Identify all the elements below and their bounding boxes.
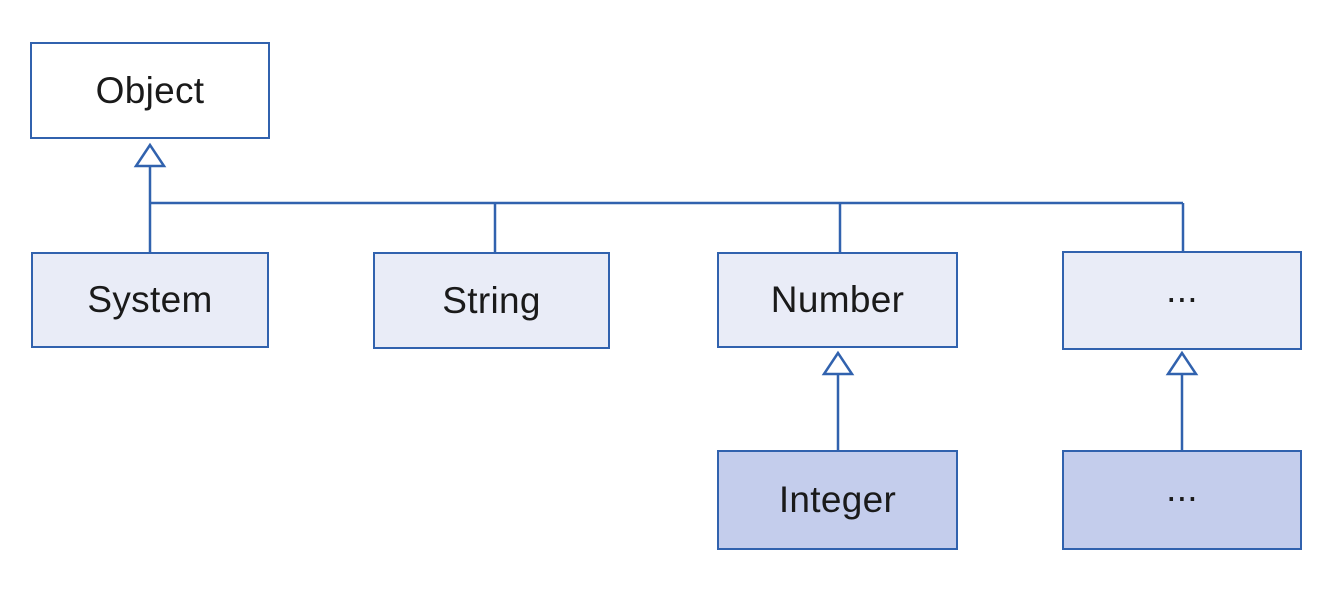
class-node-others: ... — [1062, 251, 1302, 350]
class-node-label: Integer — [778, 479, 897, 520]
class-node-label: System — [87, 279, 213, 320]
generalization-arrow-object — [133, 142, 167, 168]
generalization-arrow-others — [1165, 350, 1199, 376]
class-node-label: Object — [95, 69, 205, 111]
class-node-label: Number — [770, 279, 905, 320]
class-node-object: Object — [30, 42, 270, 139]
class-node-label: ... — [1166, 468, 1198, 509]
class-node-string: String — [373, 252, 610, 349]
class-node-system: System — [31, 252, 269, 348]
class-node-label: String — [442, 279, 541, 321]
generalization-arrow-number — [821, 350, 855, 376]
class-node-integer: Integer — [717, 450, 958, 550]
class-node-others-child: ... — [1062, 450, 1302, 550]
class-node-label: ... — [1166, 268, 1198, 310]
class-node-number: Number — [717, 252, 958, 348]
